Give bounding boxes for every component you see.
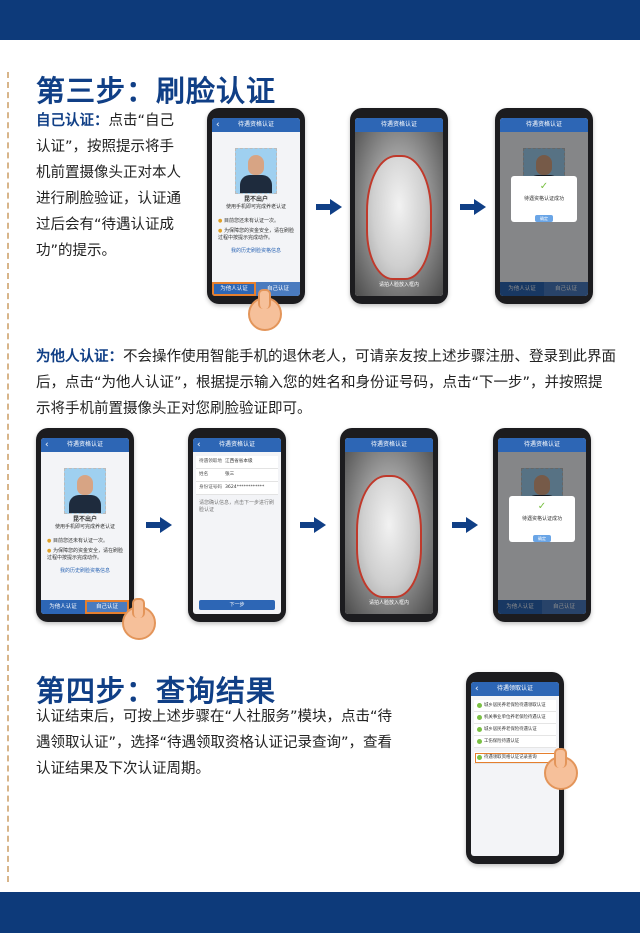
screen-header: 待遇资格认证	[500, 118, 588, 132]
phone-camera-screen-2: 待遇资格认证 请拍人脸放入框内	[340, 428, 438, 622]
checkmark-icon: ✓	[537, 501, 547, 512]
arrow-right-icon	[452, 517, 478, 533]
other-auth-body: 不会操作使用智能手机的退休老人，可请亲友按上述步骤注册、登录到此界面后，点击“为…	[36, 349, 616, 417]
menu-item[interactable]: 城乡居民养老保险待遇领取认证	[474, 700, 556, 712]
pointing-hand-icon	[544, 748, 578, 790]
camera-preview: 请拍人脸放入框内	[345, 452, 433, 614]
self-auth-text: 自己认证：点击“自己认证”，按照提示将手机前置摄像头正对本人进行刷脸验证，认证通…	[36, 108, 186, 264]
screen-note2: ● 为保障您的资金安全，请在刷脸过程中按提示完成动作。	[47, 548, 123, 561]
auth-self-button[interactable]: 自己认证	[85, 600, 129, 614]
screen-note1: ● 目前您还未有认证一次。	[218, 218, 279, 224]
arrow-right-icon	[146, 517, 172, 533]
checkmark-icon: ✓	[539, 181, 549, 192]
other-auth-label: 为他人认证：	[36, 349, 123, 365]
menu-item-record-query[interactable]: 待遇领取资格认证记录查询	[474, 752, 556, 764]
other-auth-text: 为他人认证：不会操作使用智能手机的退休老人，可请亲友按上述步骤注册、登录到此界面…	[36, 344, 616, 422]
face-placeholder-image	[64, 468, 106, 514]
success-dialog: ✓ 待遇资格认证成功 确定	[510, 176, 578, 222]
screen-header: 待遇资格认证	[355, 118, 443, 132]
step4-title: 第四步：查询结果	[36, 674, 277, 708]
top-banner	[0, 0, 640, 40]
face-frame	[355, 474, 423, 598]
phone-success-screen-2: 待遇资格认证 为他人认证自己认证 ✓ 待遇资格认证成功 确定	[493, 428, 591, 622]
ok-button[interactable]: 确定	[533, 535, 551, 542]
phone-start-screen: ‹待遇资格认证 昆不出户 使用手机即可完成养老认证 ● 目前您还未有认证一次。 …	[207, 108, 305, 304]
step4-text: 认证结束后，可按上述步骤在“人社服务”模块，点击“待遇领取认证”，选择“待遇领取…	[36, 709, 393, 777]
screen-header: 待遇资格认证	[345, 438, 433, 452]
history-link[interactable]: 我的历史刷脸资格信息	[59, 568, 110, 574]
menu-item[interactable]: 城乡居民养老保险待遇认证	[474, 724, 556, 736]
camera-hint: 请拍人脸放入框内	[378, 282, 419, 288]
form-row[interactable]: 待遇领取地江西省省本级	[196, 456, 278, 469]
auth-other-button[interactable]: 为他人认证	[212, 282, 256, 296]
screen-header: ‹待遇资格认证	[193, 438, 281, 452]
form-row[interactable]: 姓名张三	[196, 469, 278, 482]
pointing-hand-icon	[122, 598, 156, 640]
auth-self-button[interactable]: 自己认证	[542, 600, 586, 614]
screen-header: 待遇资格认证	[498, 438, 586, 452]
screen-header: ‹待遇领取认证	[471, 682, 559, 696]
screen-note1: ● 目前您还未有认证一次。	[47, 538, 108, 544]
next-button[interactable]: 下一步	[199, 600, 275, 610]
history-link[interactable]: 我的历史刷脸资格信息	[230, 248, 281, 254]
arrow-right-icon	[316, 199, 342, 215]
success-dialog: ✓ 待遇资格认证成功 确定	[508, 496, 576, 542]
screen-header: ‹待遇资格认证	[41, 438, 129, 452]
auth-other-button[interactable]: 为他人认证	[498, 600, 542, 614]
bottom-banner	[0, 892, 640, 933]
menu-item[interactable]: 工伤保险待遇认证	[474, 736, 556, 748]
face-placeholder-image	[235, 148, 277, 194]
screen-subtitle: 使用手机即可完成养老认证	[54, 524, 115, 530]
screen-header: ‹待遇资格认证	[212, 118, 300, 132]
phone-success-screen: 待遇资格认证 为他人认证自己认证 ✓ 待遇资格认证成功 确定	[495, 108, 593, 304]
arrow-right-icon	[460, 199, 486, 215]
step3-title: 第三步：刷脸认证	[36, 74, 277, 108]
auth-other-button[interactable]: 为他人认证	[500, 282, 544, 296]
phone-query-screen: ‹待遇领取认证 城乡居民养老保险待遇领取认证 机关事业单位养老保险待遇认证 城乡…	[466, 672, 564, 864]
camera-hint: 请拍人脸放入框内	[368, 600, 409, 606]
self-auth-body: 点击“自己认证”，按照提示将手机前置摄像头正对本人进行刷脸验证，认证通过后会有“…	[36, 113, 181, 259]
camera-preview: 请拍人脸放入框内	[355, 132, 443, 296]
form-note: 请您确认信息，点击下一步进行刷脸认证	[199, 500, 275, 513]
face-frame	[365, 154, 433, 280]
phone-start-screen-2: ‹待遇资格认证 昆不出户 使用手机即可完成养老认证 ● 目前您还未有认证一次。 …	[36, 428, 134, 622]
ok-button[interactable]: 确定	[535, 215, 553, 222]
success-message: 待遇资格认证成功	[521, 516, 562, 522]
auth-self-button[interactable]: 自己认证	[544, 282, 588, 296]
menu-item[interactable]: 机关事业单位养老保险待遇认证	[474, 712, 556, 724]
screen-name: 昆不出户	[243, 196, 268, 203]
success-message: 待遇资格认证成功	[523, 196, 564, 202]
screen-note2: ● 为保障您的资金安全，请在刷脸过程中按提示完成动作。	[218, 228, 294, 241]
dashed-guide-line	[7, 72, 9, 882]
pointing-hand-icon	[248, 289, 282, 331]
auth-other-button[interactable]: 为他人认证	[41, 600, 85, 614]
back-icon[interactable]: ‹	[216, 120, 220, 130]
screen-subtitle: 使用手机即可完成养老认证	[225, 204, 286, 210]
screen-name: 昆不出户	[72, 516, 97, 523]
arrow-right-icon	[300, 517, 326, 533]
phone-camera-screen: 待遇资格认证 请拍人脸放入框内	[350, 108, 448, 304]
self-auth-label: 自己认证：	[36, 113, 109, 129]
